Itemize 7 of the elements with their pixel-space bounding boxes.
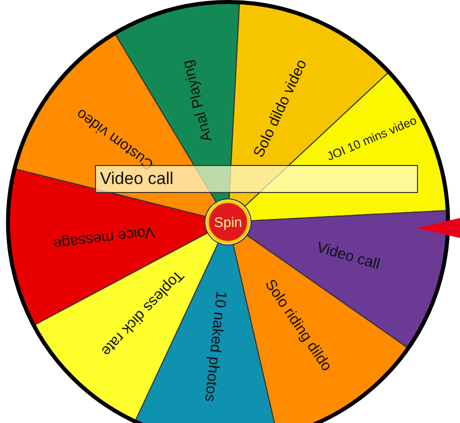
segment-label: Voice message bbox=[52, 223, 156, 252]
segment-label: Anal Playing bbox=[178, 58, 216, 144]
segment-label: JOI 10 mins video bbox=[324, 113, 419, 164]
segment-label: 10 naked photos bbox=[201, 290, 230, 402]
segment-label: Video call bbox=[314, 238, 382, 274]
wheel-segment bbox=[232, 234, 409, 423]
segment-label: Solo dildo video bbox=[250, 56, 310, 160]
